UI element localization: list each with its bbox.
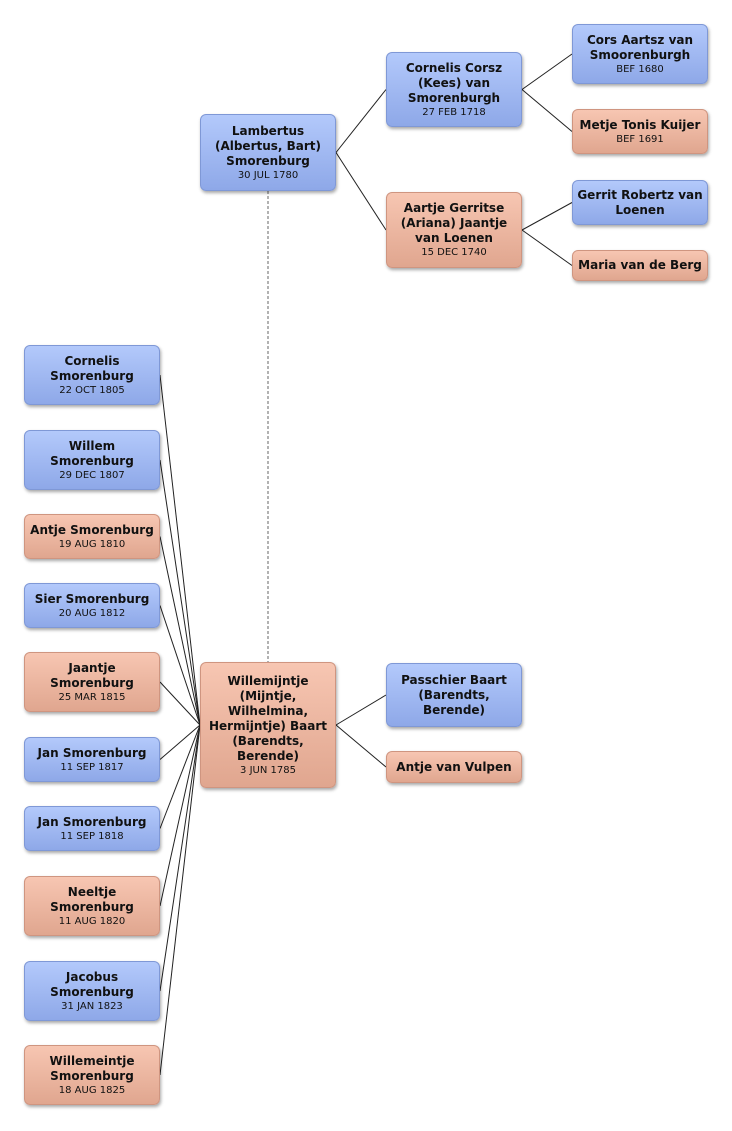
child-willemeintje[interactable]: Willemeintje Smorenburg 18 AUG 1825 bbox=[24, 1045, 160, 1105]
person-name: Passchier Baart (Barendts, Berende) bbox=[401, 672, 507, 717]
person-gerrit[interactable]: Gerrit Robertz van Loenen bbox=[572, 180, 708, 225]
child-connector bbox=[159, 724, 201, 1076]
person-aartje[interactable]: Aartje Gerritse (Ariana) Jaantje van Loe… bbox=[386, 192, 522, 268]
child-name: Jacobus Smorenburg bbox=[50, 969, 134, 999]
parent-connector bbox=[335, 152, 387, 231]
child-name: Willemeintje Smorenburg bbox=[49, 1053, 135, 1083]
child-name: Neeltje Smorenburg bbox=[50, 884, 134, 914]
person-willemijntje[interactable]: Willemijntje (Mijntje, Wilhelmina, Hermi… bbox=[200, 662, 336, 788]
child-date: 11 AUG 1820 bbox=[58, 915, 126, 927]
child-connector bbox=[159, 724, 201, 992]
child-date: 11 SEP 1817 bbox=[60, 761, 124, 773]
person-name: Gerrit Robertz van Loenen bbox=[577, 187, 703, 217]
child-willem[interactable]: Willem Smorenburg 29 DEC 1807 bbox=[24, 430, 160, 490]
child-date: 11 SEP 1818 bbox=[60, 830, 124, 842]
parent-connector bbox=[521, 53, 573, 90]
child-jaantje[interactable]: Jaantje Smorenburg 25 MAR 1815 bbox=[24, 652, 160, 712]
child-connector bbox=[159, 681, 201, 726]
person-date: BEF 1691 bbox=[616, 133, 664, 145]
person-name: Antje van Vulpen bbox=[396, 759, 512, 774]
child-date: 29 DEC 1807 bbox=[59, 469, 125, 481]
person-name: Maria van de Berg bbox=[578, 258, 702, 272]
person-date: 27 FEB 1718 bbox=[422, 106, 486, 118]
child-date: 20 AUG 1812 bbox=[58, 607, 126, 619]
person-date: 30 JUL 1780 bbox=[237, 169, 299, 181]
person-lambertus[interactable]: Lambertus (Albertus, Bart) Smorenburg 30… bbox=[200, 114, 336, 191]
child-antje[interactable]: Antje Smorenburg 19 AUG 1810 bbox=[24, 514, 160, 559]
child-name: Sier Smorenburg bbox=[34, 591, 150, 606]
child-connector bbox=[159, 536, 201, 726]
child-jan-1817[interactable]: Jan Smorenburg 11 SEP 1817 bbox=[24, 737, 160, 782]
person-name: Metje Tonis Kuijer bbox=[579, 117, 701, 132]
child-date: 18 AUG 1825 bbox=[58, 1084, 126, 1096]
child-date: 19 AUG 1810 bbox=[58, 538, 126, 550]
child-jacobus[interactable]: Jacobus Smorenburg 31 JAN 1823 bbox=[24, 961, 160, 1021]
person-name: Lambertus (Albertus, Bart) Smorenburg bbox=[214, 123, 322, 168]
child-connector bbox=[159, 605, 201, 726]
person-date: BEF 1680 bbox=[616, 63, 664, 75]
parent-connector bbox=[521, 89, 573, 132]
child-jan-1818[interactable]: Jan Smorenburg 11 SEP 1818 bbox=[24, 806, 160, 851]
child-name: Antje Smorenburg bbox=[30, 522, 154, 537]
child-cornelis[interactable]: Cornelis Smorenburg 22 OCT 1805 bbox=[24, 345, 160, 405]
person-maria[interactable]: Maria van de Berg bbox=[572, 250, 708, 281]
child-neeltje[interactable]: Neeltje Smorenburg 11 AUG 1820 bbox=[24, 876, 160, 936]
parent-connector bbox=[521, 202, 573, 231]
child-connector bbox=[159, 724, 201, 829]
child-name: Jan Smorenburg bbox=[37, 814, 147, 829]
child-date: 25 MAR 1815 bbox=[58, 691, 126, 703]
person-name: Aartje Gerritse (Ariana) Jaantje van Loe… bbox=[400, 201, 508, 245]
child-name: Jaantje Smorenburg bbox=[50, 660, 134, 690]
child-connector bbox=[159, 724, 201, 760]
person-date: 15 DEC 1740 bbox=[421, 247, 487, 258]
parent-connector bbox=[521, 229, 573, 266]
child-date: 31 JAN 1823 bbox=[61, 1000, 123, 1012]
parent-connector bbox=[335, 724, 387, 768]
child-sier[interactable]: Sier Smorenburg 20 AUG 1812 bbox=[24, 583, 160, 628]
person-antje-van-vulpen[interactable]: Antje van Vulpen bbox=[386, 751, 522, 783]
person-passchier[interactable]: Passchier Baart (Barendts, Berende) bbox=[386, 663, 522, 727]
child-connector bbox=[159, 374, 201, 726]
person-metje[interactable]: Metje Tonis Kuijer BEF 1691 bbox=[572, 109, 708, 154]
child-date: 22 OCT 1805 bbox=[59, 384, 125, 396]
person-date: 3 JUN 1785 bbox=[240, 764, 296, 776]
child-connector bbox=[159, 724, 201, 907]
person-name: Willemijntje (Mijntje, Wilhelmina, Hermi… bbox=[208, 673, 328, 763]
parent-connector bbox=[335, 89, 387, 153]
person-name: Cors Aartsz van Smoorenburgh bbox=[586, 32, 694, 62]
person-cors[interactable]: Cors Aartsz van Smoorenburgh BEF 1680 bbox=[572, 24, 708, 84]
child-name: Cornelis Smorenburg bbox=[50, 353, 134, 383]
child-name: Jan Smorenburg bbox=[37, 745, 147, 760]
child-name: Willem Smorenburg bbox=[50, 438, 134, 468]
person-name: Cornelis Corsz (Kees) van Smorenburgh bbox=[405, 60, 503, 105]
parent-connector bbox=[335, 694, 387, 726]
child-connector bbox=[159, 459, 201, 726]
person-cornelis-corsz[interactable]: Cornelis Corsz (Kees) van Smorenburgh 27… bbox=[386, 52, 522, 127]
